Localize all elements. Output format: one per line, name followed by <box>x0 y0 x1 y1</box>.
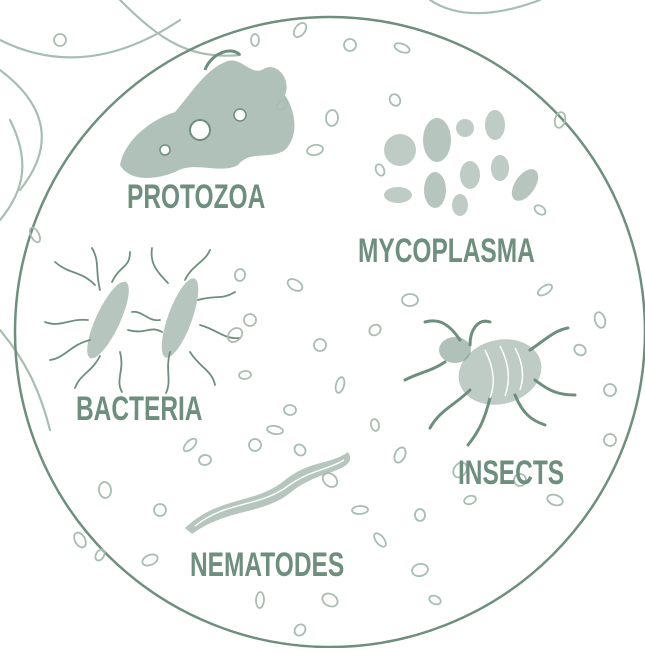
spore <box>367 322 383 337</box>
spore <box>393 41 411 54</box>
mycoplasma-figure <box>384 110 544 216</box>
label-nematodes: NEMATODES <box>190 548 344 582</box>
insect-figure <box>405 321 575 445</box>
spore <box>306 144 324 157</box>
leaf-line <box>430 0 540 13</box>
label-mycoplasma: MYCOPLASMA <box>358 234 535 268</box>
spore <box>533 203 547 217</box>
mycoplasma-cell <box>460 161 480 189</box>
spore <box>153 503 168 518</box>
spore <box>198 454 211 466</box>
spore <box>334 376 346 394</box>
amoeba-body <box>120 60 294 177</box>
spore <box>251 34 259 46</box>
spore <box>52 32 68 48</box>
leaf-line <box>120 0 240 56</box>
spore <box>225 325 245 345</box>
spore <box>141 552 160 567</box>
spore <box>546 493 564 508</box>
spore <box>325 110 338 127</box>
spore <box>593 311 607 329</box>
spore <box>320 591 340 609</box>
spore <box>234 268 246 282</box>
nematode-body <box>185 452 350 534</box>
spore <box>602 382 619 399</box>
mycoplasma-cell <box>452 194 468 216</box>
spore <box>370 418 380 431</box>
spore <box>572 342 588 357</box>
spore <box>312 337 328 353</box>
spore <box>372 531 388 548</box>
mycoplasma-cell <box>384 134 416 166</box>
spore <box>182 437 199 454</box>
spore <box>392 446 408 465</box>
mycoplasma-cell <box>423 118 451 162</box>
spore <box>291 21 309 40</box>
spore <box>428 594 442 606</box>
label-bacteria: BACTERIA <box>76 392 202 426</box>
spore <box>343 38 358 53</box>
spore <box>463 494 477 505</box>
mycoplasma-cell <box>485 110 505 140</box>
insect-head <box>439 337 471 363</box>
spore <box>388 92 403 107</box>
bacterium-body <box>154 274 205 361</box>
label-protozoa: PROTOZOA <box>127 180 265 214</box>
spore <box>352 506 368 515</box>
spore <box>292 442 308 458</box>
spore <box>602 432 617 447</box>
spore <box>72 531 89 550</box>
flagella <box>45 248 240 393</box>
spore <box>286 277 305 294</box>
leaf-line <box>0 120 22 220</box>
spore <box>94 548 107 562</box>
spore <box>292 622 307 638</box>
label-insects: INSECTS <box>458 456 564 490</box>
mycoplasma-cell <box>424 172 446 208</box>
spore <box>243 313 257 327</box>
amoeba-vacuole <box>160 145 170 155</box>
mycoplasma-cell <box>491 155 509 181</box>
nematode-figure <box>185 452 350 534</box>
spore <box>374 163 386 177</box>
protozoa-figure <box>120 51 294 178</box>
spore <box>28 226 42 244</box>
mycoplasma-cell <box>456 119 474 137</box>
spore <box>256 592 265 608</box>
spore <box>402 294 418 306</box>
spore <box>284 405 297 416</box>
leaf-line <box>0 70 42 190</box>
spore <box>98 481 112 498</box>
spore <box>266 425 283 435</box>
amoeba-vacuole <box>234 109 246 121</box>
spore <box>415 509 425 521</box>
amoeba-nucleus <box>190 120 210 140</box>
mycoplasma-cell <box>384 187 412 203</box>
spore <box>553 111 566 129</box>
leaf-line <box>0 20 180 57</box>
spore <box>411 562 429 577</box>
spore <box>247 437 263 453</box>
mycoplasma-cell <box>506 165 543 206</box>
spore <box>536 282 554 297</box>
spore <box>239 370 252 379</box>
bacteria-figure <box>45 248 240 393</box>
